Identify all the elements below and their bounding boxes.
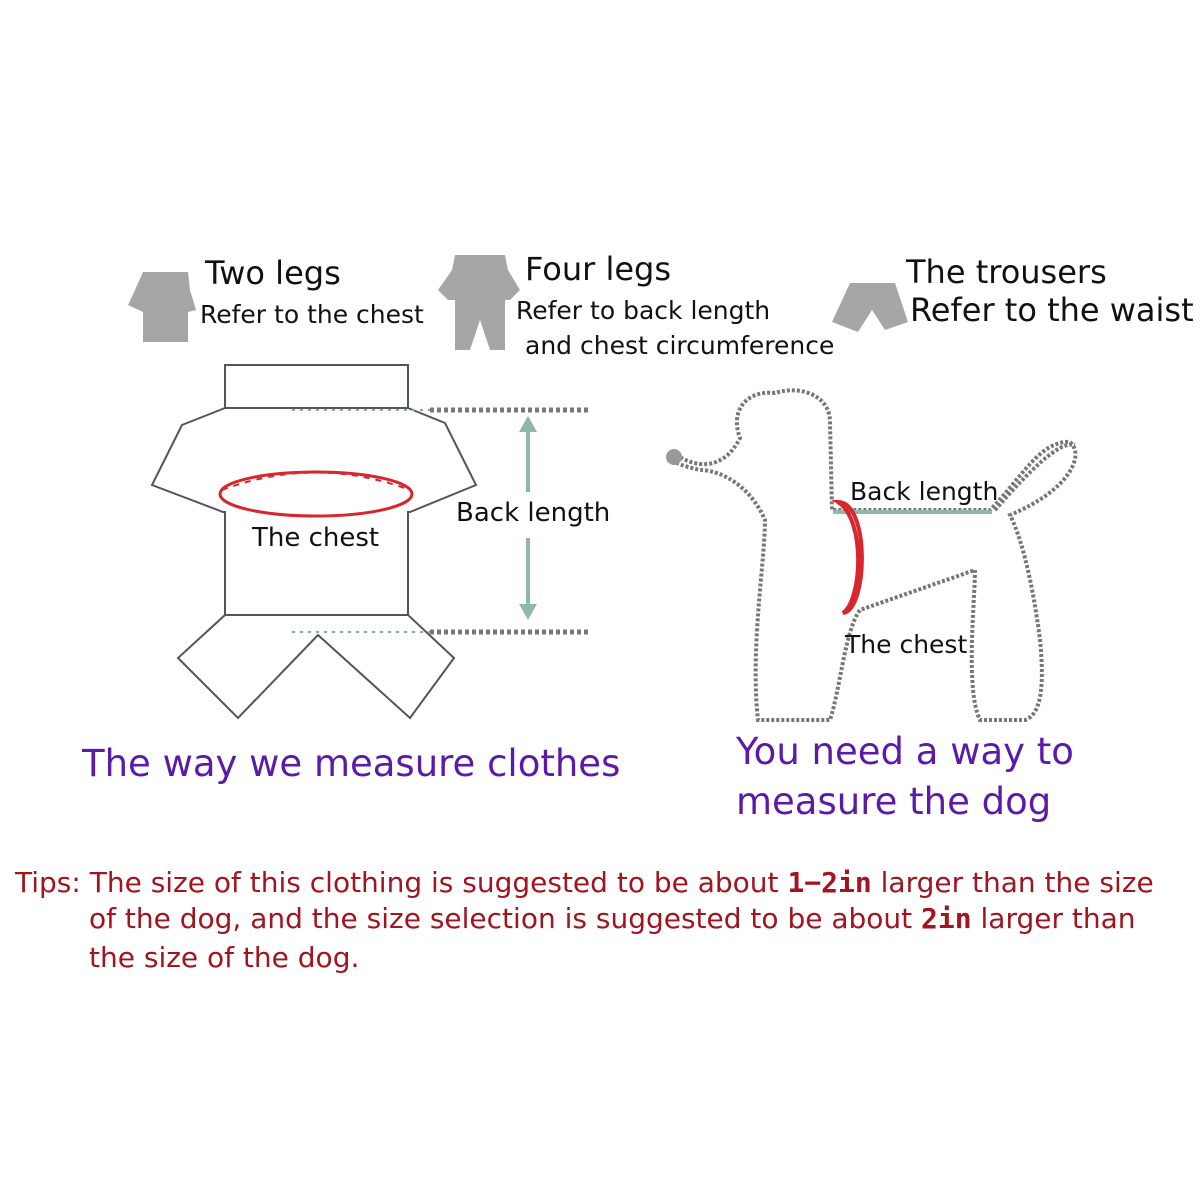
dog-nose (666, 449, 682, 465)
four-legs-note-line2: and chest circumference (525, 331, 835, 360)
back-length-arrow (519, 416, 537, 620)
four-legs-title: Four legs (525, 250, 672, 288)
clothes-caption: The way we measure clothes (82, 742, 621, 785)
clothes-back-length-label: Back length (456, 498, 611, 528)
trousers-icon (832, 283, 908, 332)
tips-line3: the size of the dog. (89, 941, 360, 974)
dog-outline (671, 388, 1078, 722)
dog-caption-line2: measure the dog (736, 780, 1052, 823)
clothes-chest-measure-dash (221, 471, 411, 491)
tips-prefix: Tips: The size of this clothing is sugge… (15, 866, 788, 899)
two-legs-note: Refer to the chest (200, 300, 424, 329)
tips-line1: Tips: The size of this clothing is sugge… (15, 865, 1154, 901)
tips-line1-suffix: larger than the size (871, 866, 1154, 899)
trousers-note: Refer to the waist (910, 291, 1194, 329)
two-legs-shirt-icon (128, 272, 196, 342)
two-legs-title: Two legs (205, 254, 341, 292)
dog-back-length-label: Back length (850, 477, 999, 506)
four-legs-suit-icon (438, 255, 520, 350)
tips-size: 2in (921, 902, 972, 935)
dog-chest-label: The chest (845, 630, 968, 659)
clothes-chest-label: The chest (252, 523, 380, 553)
tips-line2-prefix: of the dog, and the size selection is su… (89, 902, 922, 935)
tips-line2: of the dog, and the size selection is su… (89, 901, 1136, 937)
clothing-outline (150, 364, 478, 720)
four-legs-note-line1: Refer to back length (516, 296, 771, 325)
dog-caption-line1: You need a way to (736, 730, 1074, 773)
clothes-chest-measure-ring (218, 470, 414, 518)
trousers-title: The trousers (906, 253, 1107, 291)
tips-line2-suffix: larger than (971, 902, 1136, 935)
dog-chest-ring (831, 499, 864, 615)
tips-range: 1−2in (787, 866, 872, 899)
